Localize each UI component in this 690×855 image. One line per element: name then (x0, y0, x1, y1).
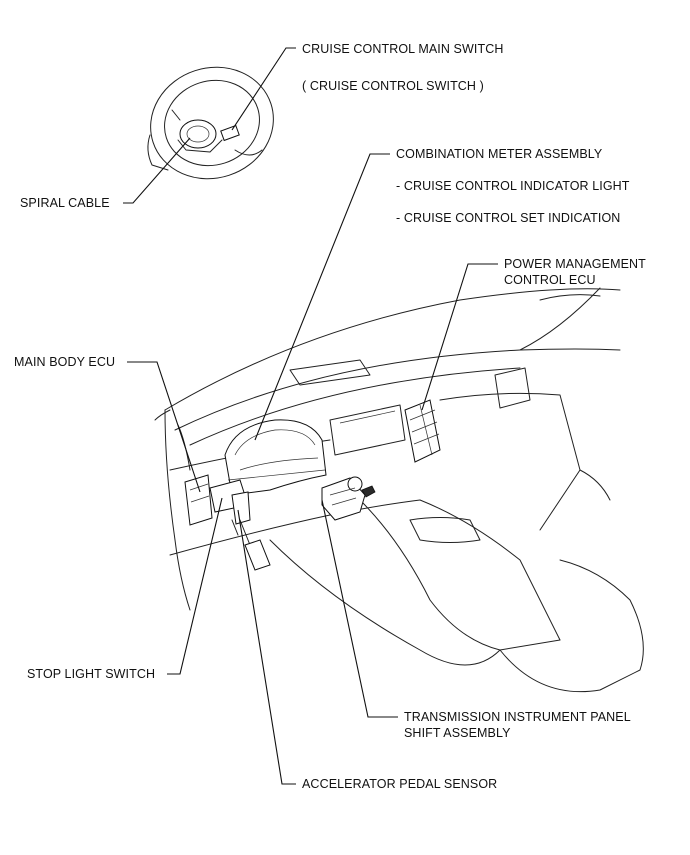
power-management-ecu-drawing (404, 399, 441, 463)
label-transmission-line1: TRANSMISSION INSTRUMENT PANEL (404, 710, 631, 724)
label-cruise-control-switch: ( CRUISE CONTROL SWITCH ) (302, 79, 484, 93)
steering-wheel-drawing (147, 66, 274, 180)
label-spiral-cable: SPIRAL CABLE (20, 196, 110, 210)
combination-meter-drawing (224, 419, 327, 496)
label-cruise-control-set-indication: - CRUISE CONTROL SET INDICATION (396, 211, 621, 225)
dashboard-drawing (154, 287, 644, 693)
shift-assembly-drawing (321, 476, 376, 521)
label-combination-meter-assembly: COMBINATION METER ASSEMBLY (396, 147, 603, 161)
main-body-ecu-drawing (184, 474, 213, 526)
label-transmission-line2: SHIFT ASSEMBLY (404, 726, 511, 740)
label-stop-light-switch: STOP LIGHT SWITCH (27, 667, 156, 681)
label-power-management-line2: CONTROL ECU (504, 273, 596, 287)
label-accelerator-pedal-sensor: ACCELERATOR PEDAL SENSOR (302, 777, 498, 791)
label-cruise-control-main-switch: CRUISE CONTROL MAIN SWITCH (302, 42, 504, 56)
pedal-assembly-drawing (209, 479, 271, 571)
leader-lines (123, 47, 498, 785)
label-main-body-ecu: MAIN BODY ECU (14, 355, 116, 369)
label-power-management-line1: POWER MANAGEMENT (504, 257, 646, 271)
label-cruise-control-indicator-light: - CRUISE CONTROL INDICATOR LIGHT (396, 179, 630, 193)
